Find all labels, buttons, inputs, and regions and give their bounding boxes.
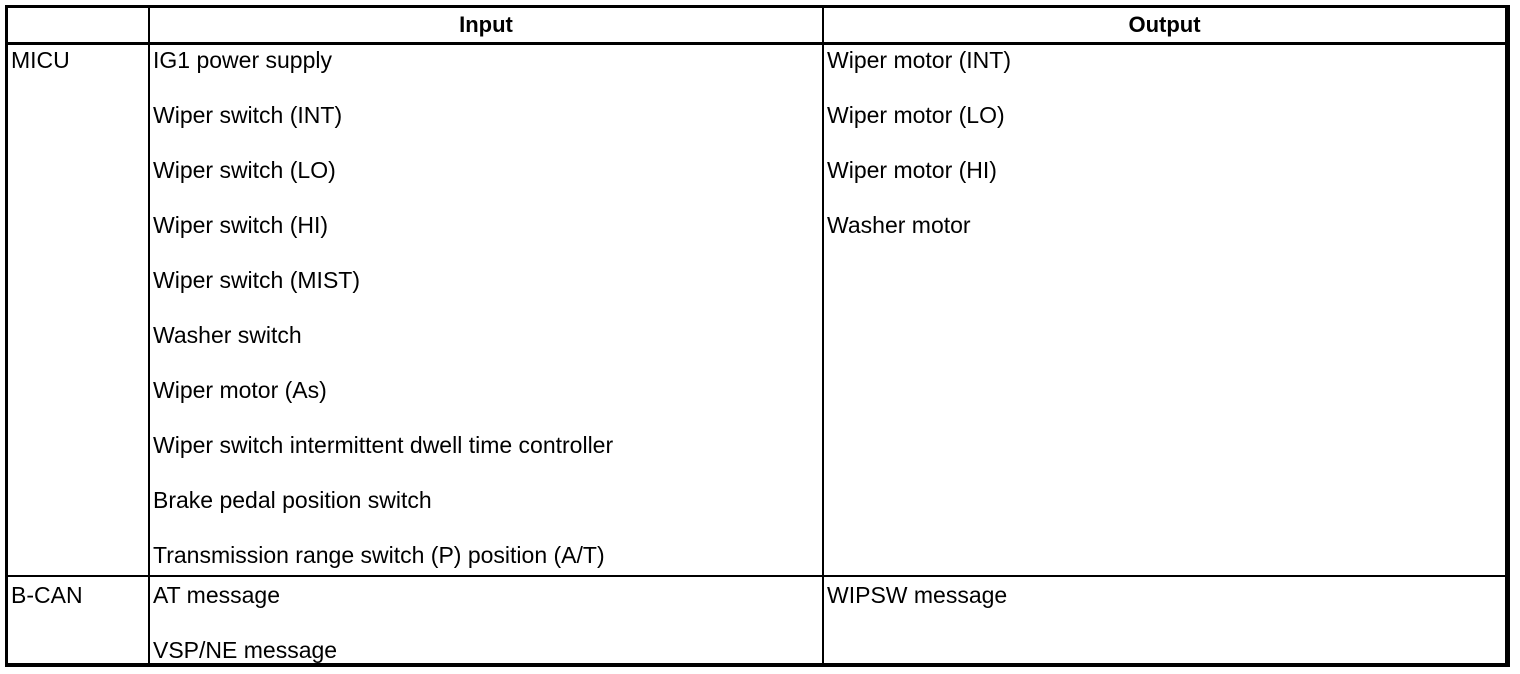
cell-line: Wiper switch intermittent dwell time con… xyxy=(153,432,614,458)
header-corner-cell xyxy=(8,8,150,45)
cell-line: Wiper switch (INT) xyxy=(153,102,343,128)
row-label-micu: MICU xyxy=(11,47,70,73)
cell-line: Brake pedal position switch xyxy=(153,487,432,513)
cell-line: VSP/NE message xyxy=(153,637,338,663)
bcan-output-cell: WIPSW message xyxy=(823,576,1505,663)
header-output-cell: Output xyxy=(823,8,1505,45)
row-label-bcan: B-CAN xyxy=(11,582,83,608)
cell-line: Wiper motor (INT) xyxy=(827,47,1011,73)
bcan-output-list: WIPSW message xyxy=(824,577,1505,608)
header-input-cell: Input xyxy=(149,8,824,45)
header-row: Input Output xyxy=(8,8,1505,45)
cell-line: Wiper switch (HI) xyxy=(153,212,329,238)
cell-line: Transmission range switch (P) position (… xyxy=(153,542,605,568)
cell-line: Wiper motor (LO) xyxy=(827,102,1005,128)
micu-output-list: Wiper motor (INT) Wiper motor (LO) Wiper m… xyxy=(824,45,1505,238)
cell-line: AT message xyxy=(153,582,280,608)
cell-line: WIPSW message xyxy=(827,582,1008,608)
cell-line: Washer switch xyxy=(153,322,302,348)
cell-line: Wiper motor (HI) xyxy=(827,157,997,183)
cell-line: IG1 power supply xyxy=(153,47,332,73)
row-label-cell: MICU xyxy=(8,43,150,577)
cell-line: Wiper switch (LO) xyxy=(153,157,336,183)
cell-line: Wiper motor (As) xyxy=(153,377,327,403)
cell-line: Wiper switch (MIST) xyxy=(153,267,360,293)
row-label-cell: B-CAN xyxy=(8,576,150,663)
micu-output-cell: Wiper motor (INT) Wiper motor (LO) Wiper m… xyxy=(823,43,1505,577)
cell-line: Washer motor xyxy=(827,212,971,238)
